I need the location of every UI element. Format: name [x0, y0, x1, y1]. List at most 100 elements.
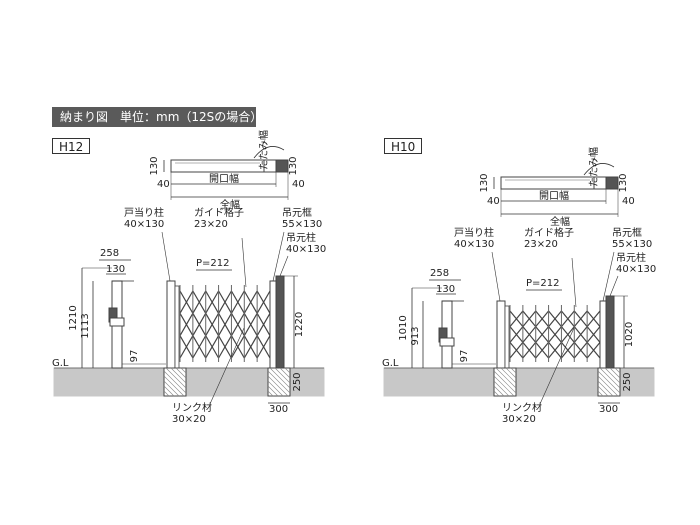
gate-link-bar — [522, 341, 537, 359]
side-post-catch — [439, 337, 455, 347]
footing-right-hatch — [279, 367, 291, 379]
gate-link-bar — [243, 335, 258, 359]
ground-label: G.L — [382, 358, 399, 369]
callouts: 戸当り柱40×130ガイド格子23×20吊元框55×130吊元柱40×130リン… — [454, 226, 656, 425]
callout-hanging-post-name: 吊元柱 — [286, 231, 316, 244]
plan-opening-label: 開口幅 — [539, 189, 569, 202]
gate-link-bar — [179, 335, 194, 359]
gate-link-bar — [548, 310, 562, 328]
gate-link-bar — [218, 313, 232, 336]
dim-footing-label: 250 — [292, 372, 303, 391]
footing-right-hatch — [604, 367, 621, 384]
callout-link-leader — [209, 327, 245, 405]
plan-gate-bar — [170, 159, 265, 173]
gate-link-bar — [179, 313, 194, 336]
callout-hanging-post-leader — [609, 275, 619, 297]
footing-left-hatch — [163, 390, 170, 397]
plan-swing-arrow — [583, 163, 615, 176]
callout-door-post-name: 戸当り柱 — [124, 206, 164, 219]
callout-door-post-size: 40×130 — [454, 239, 494, 250]
ground-label: G.L — [52, 358, 69, 369]
gate-link-bar — [573, 341, 588, 359]
footing-right-hatch — [614, 367, 621, 374]
panel-label-h10: H10 — [384, 138, 423, 154]
footing-left-hatch — [163, 370, 187, 394]
gate-link-bar — [509, 310, 524, 328]
footing-right-hatch — [267, 390, 274, 397]
footing-left-hatch — [493, 385, 505, 397]
plan-fold-width-label: たたみ幅 — [587, 147, 600, 187]
footing-left-hatch — [500, 367, 517, 384]
gate-link-bar — [192, 313, 207, 336]
gate-link-bar — [535, 310, 550, 328]
plan-depth-right: 130 — [618, 173, 629, 192]
footing-right-hatch — [597, 375, 619, 397]
dim-258-label: 258 — [100, 248, 119, 259]
gate-link-bar — [509, 341, 524, 359]
callout-link-size: 30×20 — [172, 414, 206, 425]
footing-right-hatch — [274, 367, 291, 384]
callout-link-name: リンク材 — [502, 401, 542, 414]
footing-left-hatch — [175, 367, 187, 379]
dim-total-label: 1210 — [68, 305, 79, 330]
footing-left-hatch — [163, 375, 185, 397]
gate-hanging-post — [275, 275, 285, 369]
plan-post-box — [275, 159, 289, 173]
dim-footing-w-label: 300 — [269, 404, 288, 415]
gate-link-bar — [230, 335, 245, 359]
dim-total-label: 1010 — [398, 315, 409, 340]
gate-door-post — [496, 300, 506, 369]
gate-door-post — [166, 280, 176, 369]
gate-link-bar — [192, 335, 207, 359]
footing-left-hatch — [493, 370, 517, 394]
callout-hanging-frame-size: 55×130 — [282, 219, 322, 230]
footing-right-hatch — [267, 380, 284, 397]
side-post-catch — [109, 317, 125, 327]
gate-link-bar — [230, 313, 245, 336]
footing-right-hatch — [267, 370, 291, 394]
callout-hanging-frame-name: 吊元框 — [282, 206, 312, 219]
gate-link-bar — [205, 313, 220, 336]
callout-hanging-frame-size: 55×130 — [612, 239, 652, 250]
footing-left-hatch — [493, 390, 500, 397]
gate-link-bar — [243, 313, 258, 336]
gate-hanging-frame — [269, 280, 277, 369]
callouts: 戸当り柱40×130ガイド格子23×20吊元框55×130吊元柱40×130リン… — [124, 206, 326, 425]
gate-hanging-post — [605, 295, 615, 369]
footing-right — [267, 367, 291, 397]
plan-left-margin: 40 — [487, 196, 500, 207]
gate-link-bar — [586, 341, 601, 359]
panel-label-h12: H12 — [52, 138, 91, 154]
dim-130-label: 130 — [106, 264, 125, 275]
plan-opening-label: 開口幅 — [209, 172, 239, 185]
plan-total-label: 全幅 — [550, 215, 570, 228]
gate-link-bar — [256, 335, 271, 359]
plan-post-box — [605, 176, 619, 190]
footing-left-hatch — [165, 367, 187, 389]
callout-link-leader — [539, 327, 575, 405]
gate-link-bar — [230, 290, 245, 314]
footing-left-hatch — [163, 380, 180, 397]
footing-left-hatch — [493, 380, 510, 397]
gate-link-bar — [586, 310, 601, 328]
callout-guide-leader — [571, 257, 577, 308]
footing-left-hatch — [493, 375, 515, 397]
plan-fold-width-label: たたみ幅 — [257, 130, 270, 170]
plan-left-margin: 40 — [157, 179, 170, 190]
dim-right-label: 1020 — [624, 322, 635, 347]
footing-right-hatch — [599, 367, 621, 389]
gate-link-bar — [560, 341, 575, 359]
footing-left-hatch — [180, 367, 187, 374]
plan-depth-right: 130 — [288, 156, 299, 175]
gate-link-bar — [179, 290, 194, 314]
gate-link-bar — [243, 290, 258, 314]
callout-hanging-post-name: 吊元柱 — [616, 251, 646, 264]
dim-post-label: 1113 — [80, 313, 91, 338]
plan-right-margin: 40 — [292, 179, 305, 190]
callout-door-post-size: 40×130 — [124, 219, 164, 230]
callout-door-post-leader — [491, 251, 501, 302]
